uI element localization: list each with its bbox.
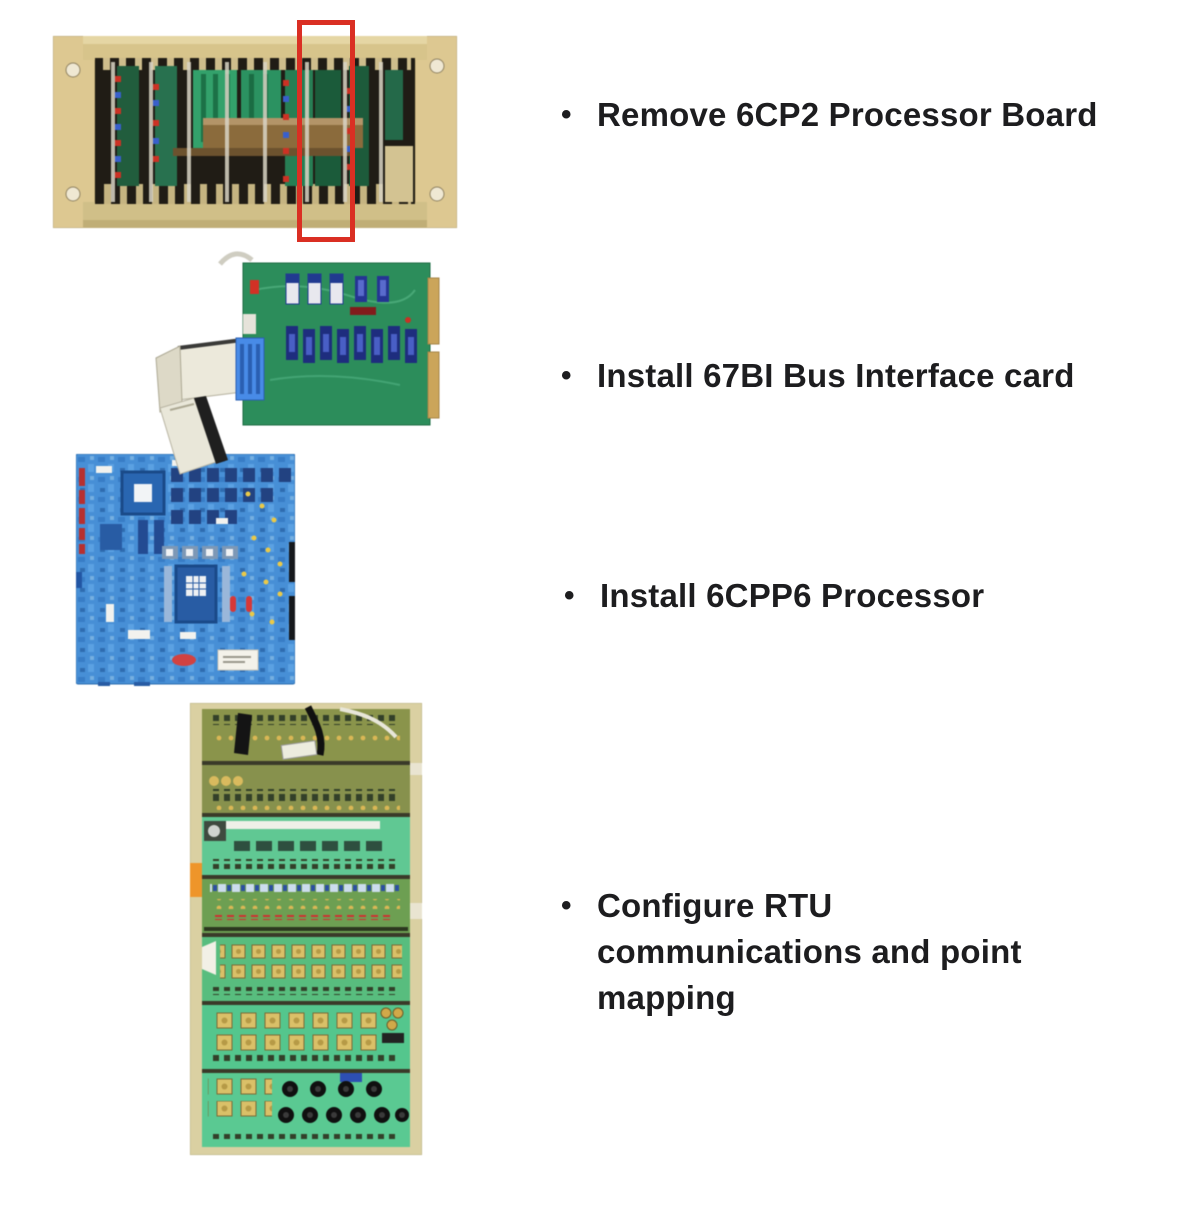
bullet-marker: • [561,359,572,392]
bullet-marker: • [561,98,572,131]
processor-board-illustration [76,454,295,686]
bus-interface-card-photo [150,250,440,476]
orange-tab [190,863,202,897]
card-cage-chassis-photo [53,36,457,228]
rtu-card-rack-photo [190,703,422,1155]
bullet-label: Install 6CPP6 Processor [600,577,985,614]
bullet-marker: • [561,889,572,922]
slot-highlight-rectangle [297,20,355,242]
bullet-item-install-6cpp6: • Install 6CPP6 Processor [553,575,984,617]
processor-board-photo [76,454,295,686]
rtu-rack-illustration [190,703,422,1155]
bullet-marker: • [564,579,575,612]
bullet-label: Configure RTU communications and point m… [597,887,1022,1016]
bullet-label: Install 67BI Bus Interface card [597,357,1075,394]
bullet-item-install-67bi: • Install 67BI Bus Interface card [550,355,1075,397]
bullet-item-configure-rtu: • Configure RTU communications and point… [550,883,1022,1021]
bullet-item-remove-6cp2: • Remove 6CP2 Processor Board [550,94,1098,136]
bus-interface-illustration [155,251,440,475]
chassis-illustration [53,36,457,228]
bullet-label: Remove 6CP2 Processor Board [597,96,1098,133]
